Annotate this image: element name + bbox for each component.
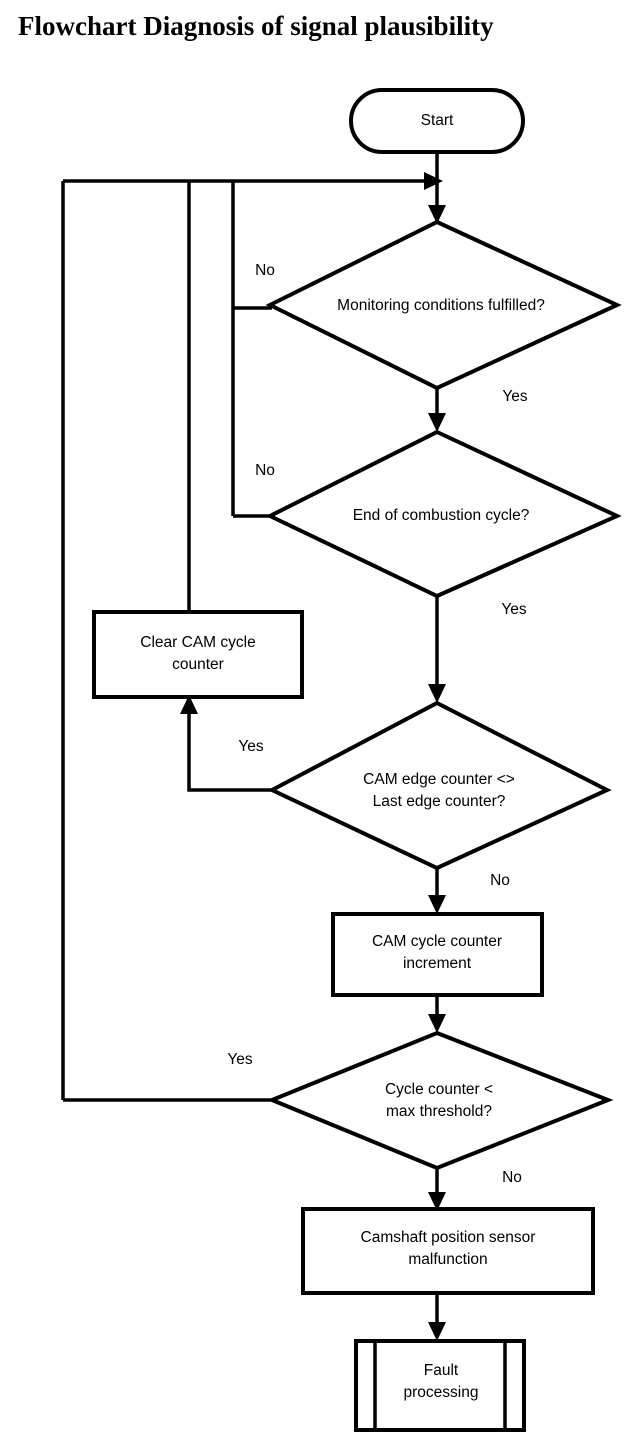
start-label: Start [421, 112, 454, 129]
camshaft-malfunction-label-line1: Camshaft position sensor [361, 1229, 536, 1246]
decision-threshold-shape [266, 1030, 614, 1171]
arrowhead-edgecounter-no [428, 895, 446, 914]
arrowhead-monitoring-yes [428, 413, 446, 432]
clear-counter-label-line1: Clear CAM cycle [140, 634, 255, 651]
branch-label-edgecounter-no: No [490, 872, 510, 889]
branch-label-monitoring-no: No [255, 262, 275, 279]
increment-counter-label-line1: CAM cycle counter [372, 933, 502, 950]
branch-label-threshold-no: No [502, 1169, 522, 1186]
branch-label-combustion-yes: Yes [501, 601, 527, 618]
decision-combustion-label: End of combustion cycle? [353, 507, 530, 524]
node-decision-edge-counter[interactable]: CAM edge counter <> Last edge counter? [267, 700, 612, 871]
page-title: Flowchart Diagnosis of signal plausibili… [18, 11, 494, 41]
branch-label-monitoring-yes: Yes [502, 388, 528, 405]
arrowhead-increment-to-threshold [428, 1014, 446, 1033]
arrowhead-feedback-into-main [424, 172, 443, 190]
decision-edge-counter-shape [267, 700, 612, 871]
arrowhead-malfunction-to-fault [428, 1322, 446, 1341]
decision-threshold-label-line1: Cycle counter < [385, 1081, 493, 1098]
edge-edgecounter-yes-to-clear [187, 712, 272, 792]
decision-monitoring-label: Monitoring conditions fulfilled? [337, 297, 545, 314]
decision-threshold-label-line2: max threshold? [386, 1103, 492, 1120]
fault-processing-label-line2: processing [404, 1384, 479, 1401]
increment-counter-shape [331, 912, 544, 997]
arrowhead-threshold-no [428, 1192, 446, 1211]
branch-label-edgecounter-yes: Yes [238, 738, 264, 755]
camshaft-malfunction-label-line2: malfunction [408, 1251, 487, 1268]
node-camshaft-malfunction[interactable]: Camshaft position sensor malfunction [301, 1207, 595, 1295]
node-decision-monitoring[interactable]: Monitoring conditions fulfilled? [265, 219, 622, 391]
node-start[interactable]: Start [349, 88, 525, 154]
node-decision-threshold[interactable]: Cycle counter < max threshold? [266, 1030, 614, 1171]
branch-label-combustion-no: No [255, 462, 275, 479]
node-increment-counter[interactable]: CAM cycle counter increment [331, 912, 544, 997]
decision-edge-counter-label-line1: CAM edge counter <> [363, 771, 515, 788]
fault-processing-label-line1: Fault [424, 1362, 459, 1379]
fault-processing-shape [354, 1339, 526, 1432]
decision-edge-counter-label-line2: Last edge counter? [373, 793, 506, 810]
increment-counter-label-line2: increment [403, 955, 472, 972]
clear-counter-label-line2: counter [172, 656, 224, 673]
arrowhead-start-to-monitoring [428, 205, 446, 224]
node-decision-combustion[interactable]: End of combustion cycle? [265, 429, 622, 599]
arrowhead-combustion-yes [428, 684, 446, 703]
node-fault-processing[interactable]: Fault processing [354, 1339, 526, 1432]
camshaft-malfunction-shape [301, 1207, 595, 1295]
node-clear-cam-cycle-counter[interactable]: Clear CAM cycle counter [92, 610, 304, 699]
start-shape [349, 88, 525, 154]
arrowhead-edgecounter-yes-into-clear [180, 695, 198, 714]
clear-counter-shape [92, 610, 304, 699]
decision-combustion-shape [265, 429, 622, 599]
decision-monitoring-shape [265, 219, 622, 391]
branch-label-threshold-yes: Yes [227, 1051, 253, 1068]
